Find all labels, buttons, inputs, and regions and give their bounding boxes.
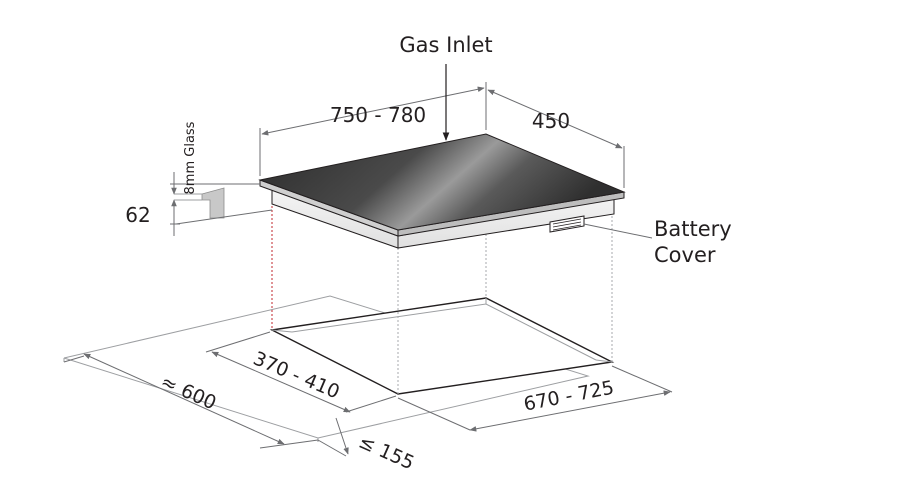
height-label: 62 (125, 203, 150, 227)
depth-dimension (487, 89, 625, 188)
width-range-label: 750 - 780 (330, 103, 426, 127)
hob (258, 133, 626, 249)
height-dimension (170, 172, 273, 236)
gas-inlet-label: Gas Inlet (399, 33, 492, 57)
projection-guides (271, 206, 613, 394)
front-clearance-dimension (317, 417, 349, 457)
glass-section-detail (174, 187, 225, 219)
cutout-width-dimension (397, 365, 673, 432)
battery-label-line1: Battery (654, 217, 732, 241)
cutout-width-label: 670 - 725 (522, 377, 616, 416)
front-clearance-label: ≤ 155 (355, 431, 417, 475)
cabinet-depth-dimension (63, 353, 319, 449)
battery-label-line2: Cover (654, 243, 716, 267)
glass-label: 8mm Glass (183, 121, 198, 194)
glass-top (258, 133, 626, 231)
depth-label: 450 (532, 109, 570, 133)
cabinet-depth-label: ≈ 600 (157, 371, 219, 415)
battery-cover (549, 215, 585, 233)
width-dimension (259, 82, 487, 176)
battery-cover-leader (583, 223, 653, 239)
